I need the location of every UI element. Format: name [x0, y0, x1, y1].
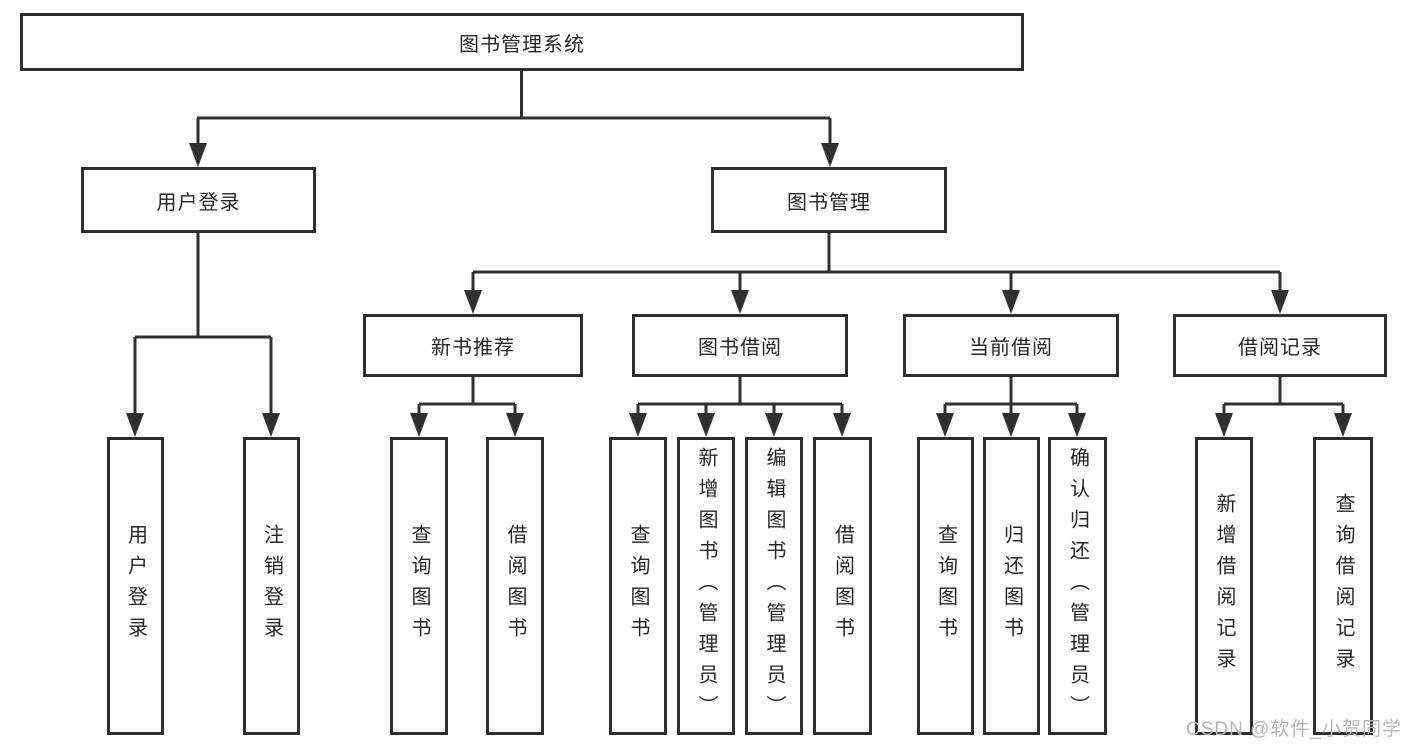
connector-user-login	[133, 233, 273, 418]
node-root-system-label: 图书管理系统	[459, 33, 585, 56]
node-current-borrow-label: 当前借阅	[969, 337, 1053, 359]
node-leaf-return-book-label: 归还图书	[1000, 524, 1023, 648]
node-current-borrow: 当前借阅	[903, 314, 1119, 377]
node-user-login-label: 用户登录	[156, 191, 241, 214]
node-leaf-user-login: 用户登录	[107, 437, 164, 735]
node-leaf-add-borrow-record-label: 新增借阅记录	[1213, 493, 1235, 679]
node-leaf-logout-label: 注销登录	[260, 524, 283, 648]
node-leaf-query-borrow-record: 查询借阅记录	[1313, 437, 1373, 735]
node-book-management-label: 图书管理	[787, 191, 871, 214]
node-leaf-recommend-query-book-label: 查询图书	[408, 524, 430, 648]
node-leaf-borrow-query-book-label: 查询图书	[627, 524, 649, 648]
node-new-book-recommend: 新书推荐	[363, 314, 583, 377]
node-leaf-add-book-admin: 新增图书（管理员）	[677, 437, 735, 735]
csdn-watermark: CSDN @软件_小贺同学	[1186, 719, 1402, 740]
node-user-login: 用户登录	[81, 167, 316, 233]
node-leaf-query-borrow-record-label: 查询借阅记录	[1332, 493, 1354, 679]
node-leaf-return-book: 归还图书	[983, 437, 1040, 735]
node-new-book-recommend-label: 新书推荐	[431, 337, 515, 359]
node-leaf-current-query-book: 查询图书	[917, 437, 974, 735]
node-leaf-add-book-admin-label: 新增图书（管理员）	[695, 446, 717, 726]
node-leaf-logout: 注销登录	[243, 437, 300, 735]
node-leaf-confirm-return-admin: 确认归还（管理员）	[1048, 437, 1107, 735]
node-leaf-borrow-borrow-book: 借阅图书	[813, 437, 872, 735]
connector-root	[196, 70, 832, 148]
node-borrow-records: 借阅记录	[1173, 314, 1387, 377]
connector-new-book-recommend	[417, 377, 517, 418]
connector-book-management	[471, 233, 1282, 295]
node-leaf-edit-book-admin: 编辑图书（管理员）	[745, 437, 803, 735]
connector-current-borrow	[943, 377, 1079, 418]
node-leaf-edit-book-admin-label: 编辑图书（管理员）	[763, 446, 785, 726]
node-book-borrow: 图书借阅	[632, 314, 848, 377]
node-leaf-recommend-borrow-book: 借阅图书	[486, 437, 544, 735]
node-leaf-add-borrow-record: 新增借阅记录	[1195, 437, 1253, 735]
node-leaf-recommend-query-book: 查询图书	[390, 437, 448, 735]
node-leaf-recommend-borrow-book-label: 借阅图书	[504, 524, 526, 648]
node-leaf-confirm-return-admin-label: 确认归还（管理员）	[1066, 446, 1089, 726]
node-book-borrow-label: 图书借阅	[698, 337, 782, 359]
node-leaf-borrow-query-book: 查询图书	[609, 437, 667, 735]
node-root-system: 图书管理系统	[20, 13, 1024, 71]
connector-book-borrow	[636, 377, 844, 418]
node-leaf-current-query-book-label: 查询图书	[934, 524, 957, 648]
node-book-management: 图书管理	[711, 167, 947, 233]
connector-borrow-records	[1222, 377, 1345, 418]
node-leaf-user-login-label: 用户登录	[124, 524, 147, 648]
node-borrow-records-label: 借阅记录	[1238, 337, 1322, 359]
node-leaf-borrow-borrow-book-label: 借阅图书	[831, 524, 854, 648]
